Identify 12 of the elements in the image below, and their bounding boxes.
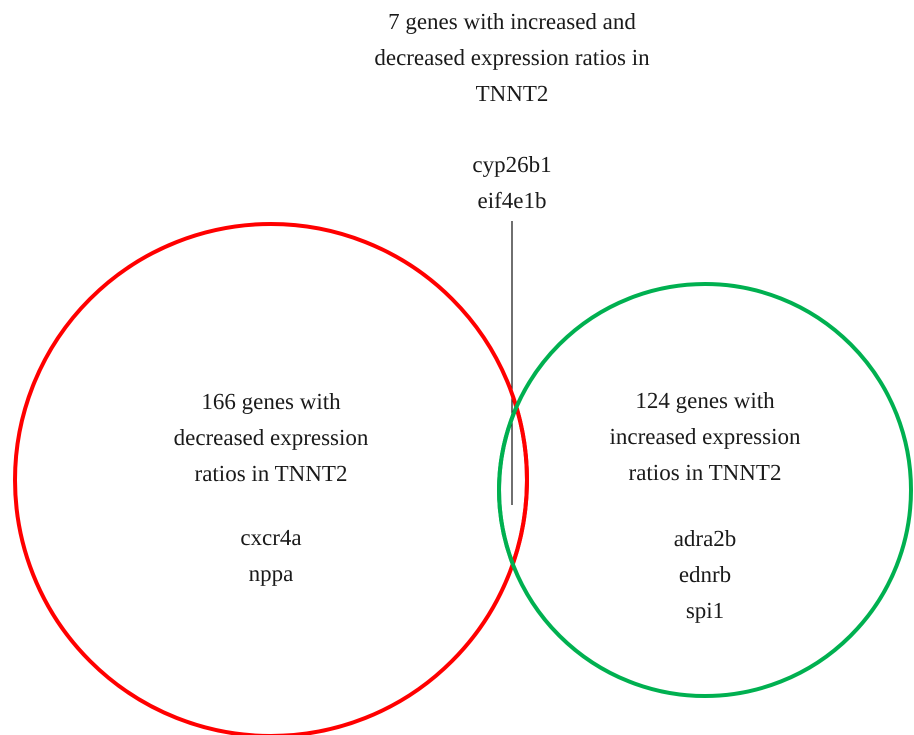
venn-circle: [13, 222, 529, 735]
gene-name: adra2b: [674, 525, 736, 553]
group-description: 124 genes with increased expression ratios in TNNT2: [608, 387, 802, 487]
gene-name: eif4e1b: [478, 187, 546, 215]
gene-name: spi1: [686, 597, 724, 625]
gene-name: cyp26b1: [472, 151, 552, 179]
gene-name: nppa: [248, 560, 294, 588]
venn-circle: [497, 282, 913, 698]
gene-name: cxcr4a: [240, 524, 302, 552]
group-description: 166 genes with decreased expression ratios in TNNT2: [172, 388, 370, 488]
gene-name: ednrb: [678, 561, 732, 589]
group-description: 7 genes with increased and decreased expression ratios in TNNT2: [373, 8, 651, 108]
